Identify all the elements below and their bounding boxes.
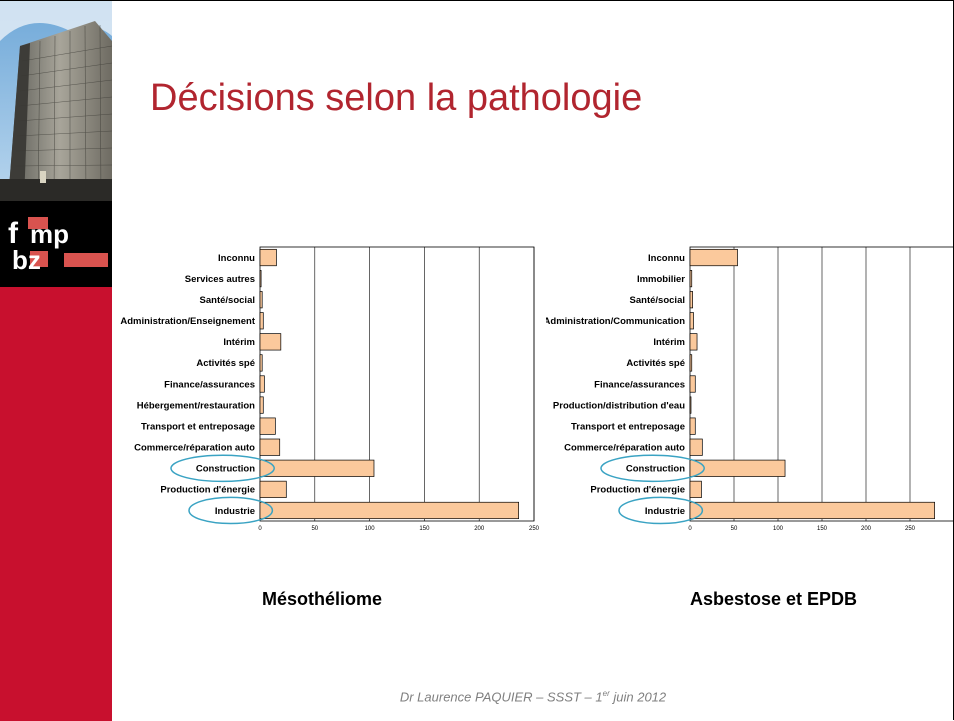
slide-footer: Dr Laurence PAQUIER – SSST – 1er juin 20… (112, 689, 954, 704)
category-label: Inconnu (648, 253, 685, 264)
category-label: Industrie (215, 506, 255, 517)
category-label: Transport et entreposage (141, 421, 255, 432)
x-tick-label: 0 (688, 526, 692, 532)
building-photo (0, 1, 112, 201)
bar (259, 312, 264, 330)
category-label: Construction (196, 464, 255, 475)
sidebar-red-strip (0, 287, 112, 721)
category-label: Intérim (653, 337, 685, 348)
bar (689, 375, 696, 393)
category-label: Inconnu (218, 253, 255, 264)
bar (689, 417, 696, 435)
bar (259, 270, 262, 288)
bar (259, 291, 263, 309)
bar (259, 396, 264, 414)
plot-area-frame (259, 246, 535, 522)
bar (259, 248, 277, 267)
category-label: Intérim (223, 337, 255, 348)
sidebar: f mp bz (0, 1, 112, 721)
x-tick-label: 200 (474, 526, 485, 532)
bar (689, 354, 693, 372)
bar (689, 333, 698, 351)
category-label: Finance/assurances (164, 379, 255, 390)
bar (259, 375, 265, 393)
category-label: Activités spé (626, 358, 685, 369)
category-label: Industrie (645, 506, 685, 517)
bar (259, 459, 375, 477)
highlight-ellipse (170, 454, 275, 483)
asbestose-chart: 0 50 100 150 200 250 InconnuImmobilierSanté/so… (546, 246, 954, 532)
x-tick-label: 250 (529, 526, 540, 532)
bar (689, 291, 693, 309)
x-tick-label: 150 (817, 526, 828, 532)
footer-superscript: er (602, 689, 610, 698)
bar (259, 417, 276, 435)
bar (689, 501, 935, 520)
x-tick-label: 200 (861, 526, 872, 532)
bar (689, 248, 738, 267)
highlight-ellipse (600, 454, 705, 483)
bar (689, 270, 693, 288)
svg-text:f: f (8, 217, 19, 250)
category-label: Production/distribution d'eau (553, 400, 685, 411)
svg-text:bz: bz (12, 245, 41, 275)
highlight-ellipse (618, 496, 704, 525)
footer-text: Dr Laurence PAQUIER – SSST – 1 (399, 689, 603, 705)
bar (689, 396, 692, 414)
x-tick-label: 150 (419, 526, 430, 532)
category-label: Hébergement/restauration (137, 400, 255, 411)
x-tick-label: 0 (258, 526, 262, 532)
category-label: Administration/Communication (546, 316, 685, 327)
bar (689, 480, 702, 498)
category-label: Commerce/réparation auto (134, 443, 255, 454)
x-tick-label: 50 (731, 526, 738, 532)
footer-date: juin 2012 (609, 689, 667, 705)
bar (689, 312, 694, 330)
bar (689, 459, 786, 477)
x-tick-label: 250 (905, 526, 916, 532)
category-label: Transport et entreposage (571, 421, 685, 432)
bar (259, 501, 520, 520)
slide-title: Décisions selon la pathologie (150, 77, 643, 119)
x-tick-label: 100 (365, 526, 376, 532)
category-label: Immobilier (637, 274, 685, 285)
svg-text:mp: mp (30, 219, 69, 249)
category-label: Santé/social (200, 295, 255, 306)
category-label: Production d'énergie (590, 485, 685, 496)
bar (259, 333, 282, 351)
category-label: Commerce/réparation auto (564, 443, 685, 454)
category-label: Production d'énergie (160, 485, 255, 496)
bar (259, 354, 263, 372)
category-label: Construction (626, 464, 685, 475)
category-label: Activités spé (196, 358, 255, 369)
chart-caption-asbestose: Asbestose et EPDB (690, 589, 858, 609)
highlight-ellipse (188, 496, 274, 525)
x-tick-label: 100 (773, 526, 784, 532)
bar (259, 480, 287, 498)
category-label: Finance/assurances (594, 379, 685, 390)
category-label: Santé/social (630, 295, 685, 306)
bar (689, 438, 703, 456)
fmp-bz-logo: f mp bz (0, 201, 112, 287)
chart-caption-mesotheliome: Mésothéliome (262, 589, 383, 609)
x-tick-label: 50 (311, 526, 318, 532)
category-label: Services autres (185, 274, 255, 285)
category-label: Administration/Enseignement (120, 316, 255, 327)
bar (259, 438, 281, 456)
